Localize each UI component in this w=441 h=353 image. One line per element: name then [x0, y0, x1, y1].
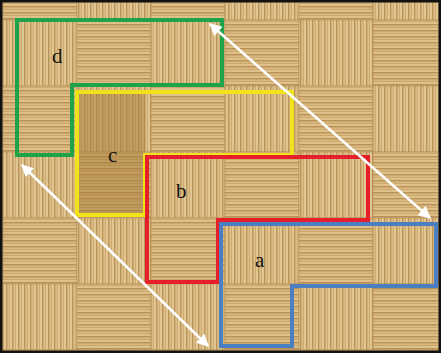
- weave-tile: [225, 20, 299, 86]
- region-border: [77, 92, 292, 215]
- weave-tile: [151, 86, 225, 152]
- weave-tile: [299, 0, 373, 20]
- weave-tile: [299, 284, 373, 350]
- weave-tile: [151, 20, 225, 86]
- weave-tile: [225, 218, 299, 284]
- weave-tile: [77, 20, 151, 86]
- region-border: [221, 224, 436, 346]
- weave-tile: [225, 284, 299, 350]
- weave-tile: [77, 218, 151, 284]
- weave-tile: [151, 152, 225, 218]
- weave-tile: [373, 284, 441, 350]
- weave-tile: [299, 218, 373, 284]
- region-border: [147, 157, 368, 282]
- weave-tile: [151, 0, 225, 20]
- weave-tile: [3, 20, 77, 86]
- region-border: [17, 20, 222, 155]
- weave-tile: [373, 0, 441, 20]
- weave-tile: [3, 152, 77, 218]
- region-outline: [17, 20, 222, 155]
- weave-tile: [3, 86, 77, 152]
- region-label: b: [176, 181, 187, 202]
- region-label: a: [255, 250, 264, 271]
- double-arrow: [22, 165, 208, 346]
- double-arrow: [210, 24, 430, 218]
- weave-tile: [373, 152, 441, 218]
- weave-tile: [225, 152, 299, 218]
- region-outline: [221, 224, 436, 346]
- weave-region: d: [17, 20, 222, 155]
- weave-tile: [373, 86, 441, 152]
- weave-tile: [299, 20, 373, 86]
- weave-tile: [151, 218, 225, 284]
- weave-tile: [3, 284, 77, 350]
- weave-tile: [225, 0, 299, 20]
- weave-tile: [77, 284, 151, 350]
- dark-strip: [77, 92, 145, 215]
- region-label: c: [108, 145, 117, 166]
- weave-tile: [373, 218, 441, 284]
- weave-tile: [225, 86, 299, 152]
- weave-tile: [151, 284, 225, 350]
- weave-tile: [299, 152, 373, 218]
- region-label: d: [52, 46, 63, 67]
- weave-tile: [3, 0, 77, 20]
- weave-tile: [3, 218, 77, 284]
- weave-tile: [299, 86, 373, 152]
- weave-region: a: [221, 224, 436, 346]
- weave-tile: [373, 20, 441, 86]
- weave-tile: [77, 0, 151, 20]
